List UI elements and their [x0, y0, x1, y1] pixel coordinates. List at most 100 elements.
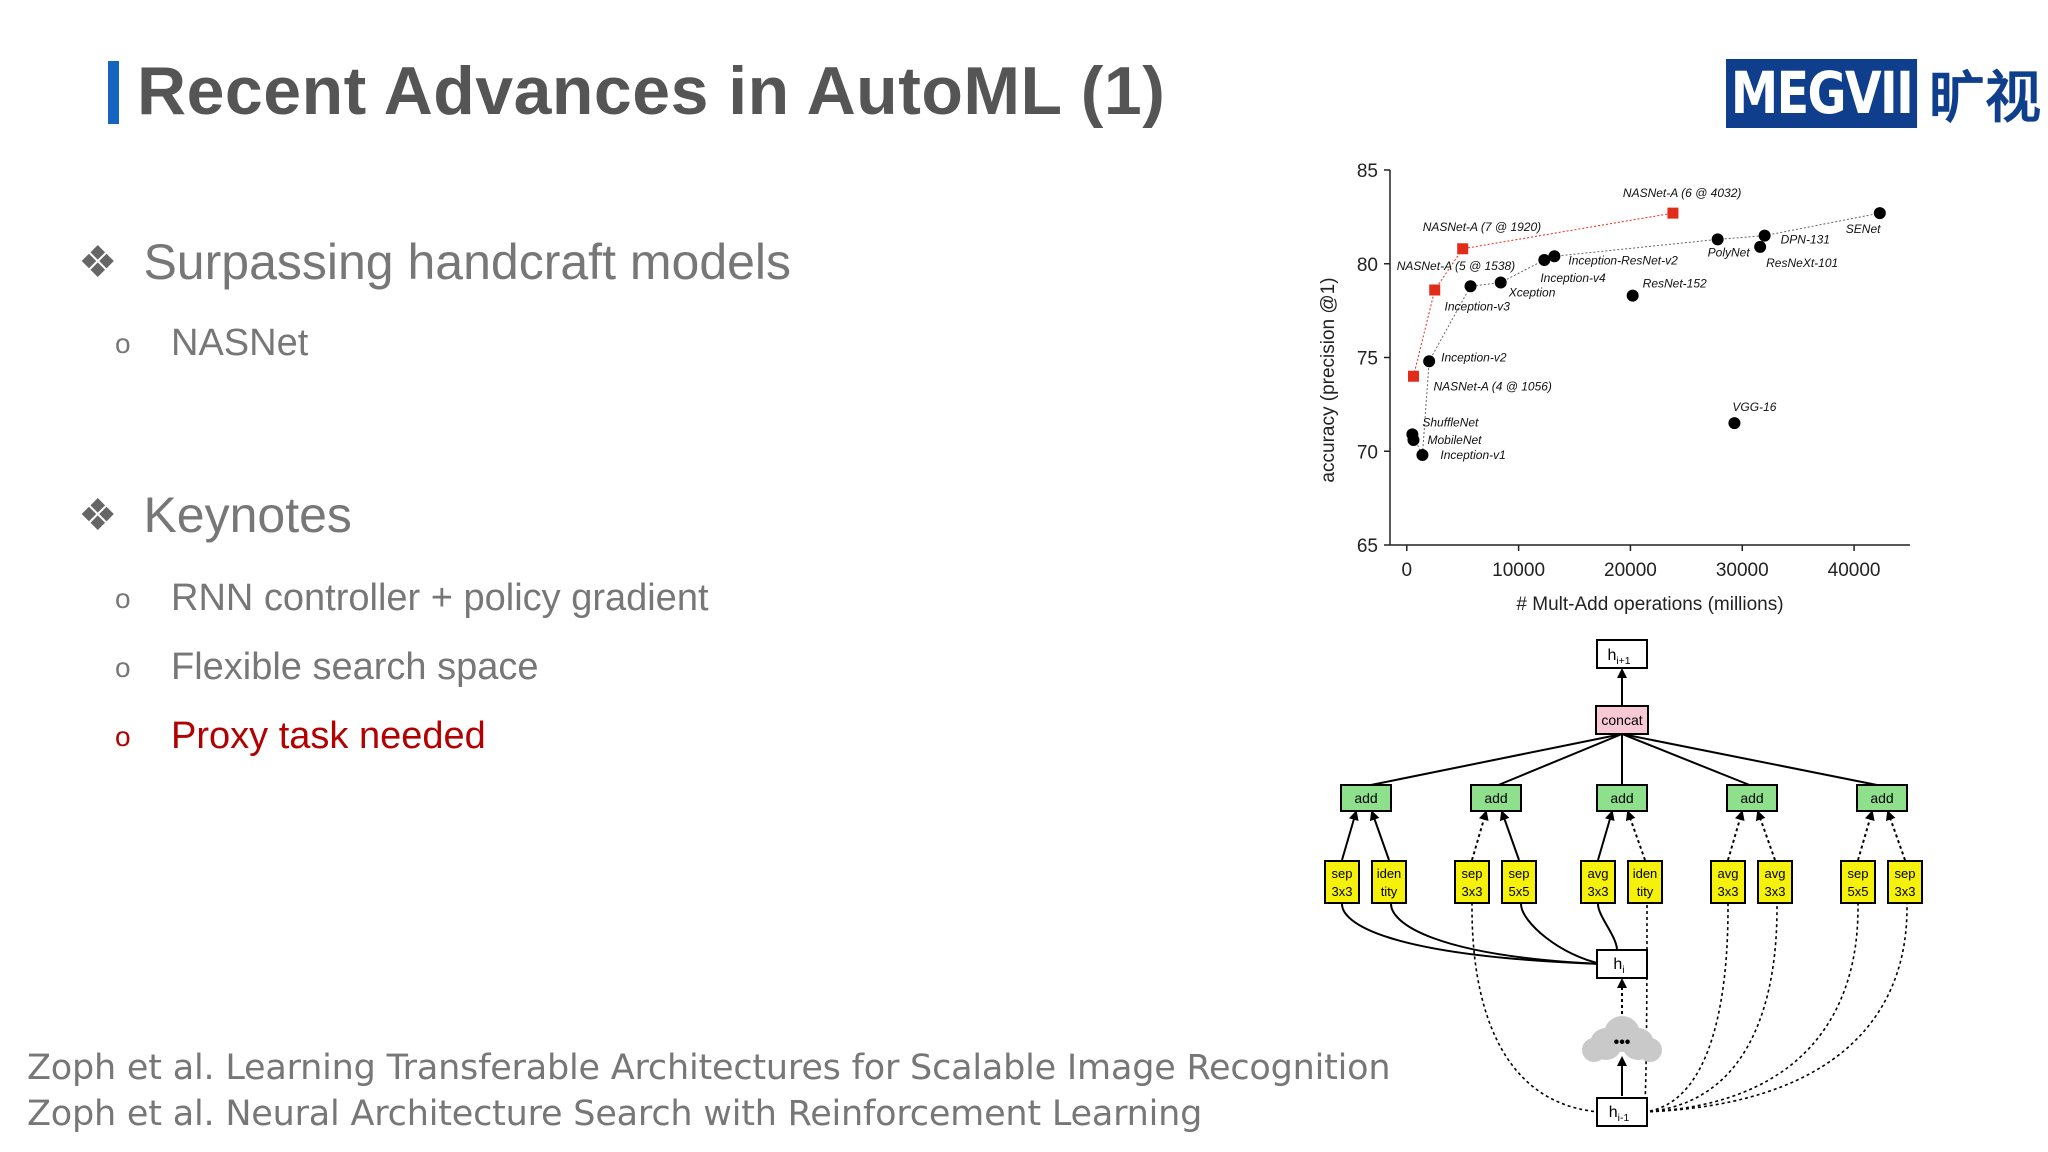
title-accent-bar	[108, 61, 119, 124]
op-label: 3x3	[1718, 884, 1739, 899]
sub-label: Flexible search space	[171, 646, 539, 688]
sub-marker: o	[115, 651, 131, 683]
handcrafted-frontier-line	[1411, 212, 1880, 457]
y-tick-label: 75	[1357, 349, 1378, 370]
model-point	[1416, 449, 1429, 461]
sub-label: Proxy task needed	[171, 715, 486, 757]
op-label: avg	[1765, 866, 1786, 881]
bullet-label: Keynotes	[143, 487, 352, 543]
model-point	[1626, 289, 1639, 302]
edge	[1621, 733, 1753, 787]
edge	[1520, 903, 1603, 965]
edge	[1471, 810, 1489, 861]
x-axis-label: # Mult-Add operations (millions)	[1516, 594, 1783, 615]
node-h-i	[1596, 949, 1648, 979]
op-label: iden	[1633, 866, 1658, 881]
op-node	[1710, 860, 1746, 904]
edge	[1643, 903, 1908, 1113]
edge	[1643, 903, 1648, 1113]
edge	[1643, 903, 1729, 1113]
point-label: PolyNet	[1708, 245, 1751, 259]
node-h-next	[1596, 639, 1648, 669]
edge	[1499, 810, 1520, 861]
bullet-keynotes: ❖ Keynotes	[78, 486, 352, 544]
edge	[1369, 810, 1390, 861]
op-label: 3x3	[1588, 884, 1609, 899]
op-node	[1454, 860, 1490, 904]
model-point	[1423, 355, 1436, 368]
add-label: add	[1870, 790, 1893, 806]
cloud-ellipsis-icon: •••	[1582, 1016, 1662, 1062]
point-label: NASNet-A (6 @ 4032)	[1623, 186, 1741, 200]
x-tick-label: 30000	[1716, 560, 1769, 581]
concat-label: concat	[1601, 712, 1642, 728]
edge	[1495, 733, 1623, 787]
point-label: ResNeXt-101	[1766, 256, 1838, 270]
op-label: 3x3	[1765, 884, 1786, 899]
edge	[1341, 903, 1603, 965]
x-tick-label: 0	[1401, 560, 1412, 581]
nasnet-point	[1429, 284, 1441, 296]
add-node	[1596, 784, 1648, 812]
add-node	[1726, 784, 1778, 812]
y-tick-label: 80	[1357, 255, 1378, 276]
ellipsis-label: •••	[1614, 1034, 1631, 1051]
point-label: ShuffleNet	[1422, 415, 1479, 429]
edge	[1885, 810, 1906, 861]
op-label: tity	[1381, 884, 1398, 899]
model-point	[1548, 250, 1561, 263]
y-tick-label: 65	[1357, 536, 1378, 557]
op-label: sep	[1848, 866, 1869, 881]
chart-lines	[1411, 212, 1880, 457]
node-h-prev	[1596, 1097, 1648, 1127]
point-label: MobileNet	[1427, 433, 1482, 447]
point-label: VGG-16	[1732, 400, 1776, 414]
nasnet-point	[1407, 370, 1419, 382]
diagram-edges	[1341, 668, 1908, 1113]
op-node	[1501, 860, 1537, 904]
megvii-logo: MEGVII 旷视	[1726, 59, 2041, 131]
op-label: 3x3	[1895, 884, 1916, 899]
edge	[1390, 903, 1603, 965]
op-label: iden	[1377, 866, 1402, 881]
point-label: Inception-v1	[1440, 448, 1505, 462]
op-label: sep	[1895, 866, 1916, 881]
point-label: NASNet-A (4 @ 1056)	[1433, 379, 1551, 393]
bullet-label: Surpassing handcraft models	[143, 234, 792, 290]
model-point	[1494, 276, 1507, 289]
edge	[1643, 903, 1778, 1113]
op-node	[1840, 860, 1876, 904]
y-tick-label: 85	[1357, 161, 1378, 182]
edge	[1365, 733, 1623, 787]
add-node	[1856, 784, 1908, 812]
add-node	[1340, 784, 1392, 812]
op-label: sep	[1332, 866, 1353, 881]
model-point	[1711, 233, 1724, 246]
add-label: add	[1484, 790, 1507, 806]
x-tick-label: 10000	[1492, 560, 1545, 581]
model-point	[1538, 254, 1551, 266]
op-node	[1324, 860, 1360, 904]
edge	[1621, 733, 1883, 787]
model-point	[1407, 434, 1420, 446]
sub-label: NASNet	[171, 322, 309, 364]
logo-text: MEGVII	[1726, 59, 1918, 128]
op-label: 3x3	[1462, 884, 1483, 899]
add-label: add	[1354, 790, 1377, 806]
edge	[1341, 810, 1359, 861]
op-label: avg	[1718, 866, 1739, 881]
model-point	[1873, 207, 1886, 220]
sub-item-proxy-task: o Proxy task needed	[113, 715, 486, 758]
slide-title: Recent Advances in AutoML (1)	[137, 53, 1166, 129]
point-label: Xception	[1508, 286, 1556, 300]
x-tick-label: 40000	[1828, 560, 1881, 581]
reference-1: Zoph et al. Learning Transferable Archit…	[27, 1048, 1391, 1088]
logo-cn-text: 旷视	[1929, 66, 2041, 131]
point-label: Inception-v4	[1540, 271, 1606, 285]
edge	[1471, 903, 1601, 1113]
op-node	[1627, 860, 1663, 904]
x-tick-label: 20000	[1604, 560, 1657, 581]
op-node	[1887, 860, 1923, 904]
